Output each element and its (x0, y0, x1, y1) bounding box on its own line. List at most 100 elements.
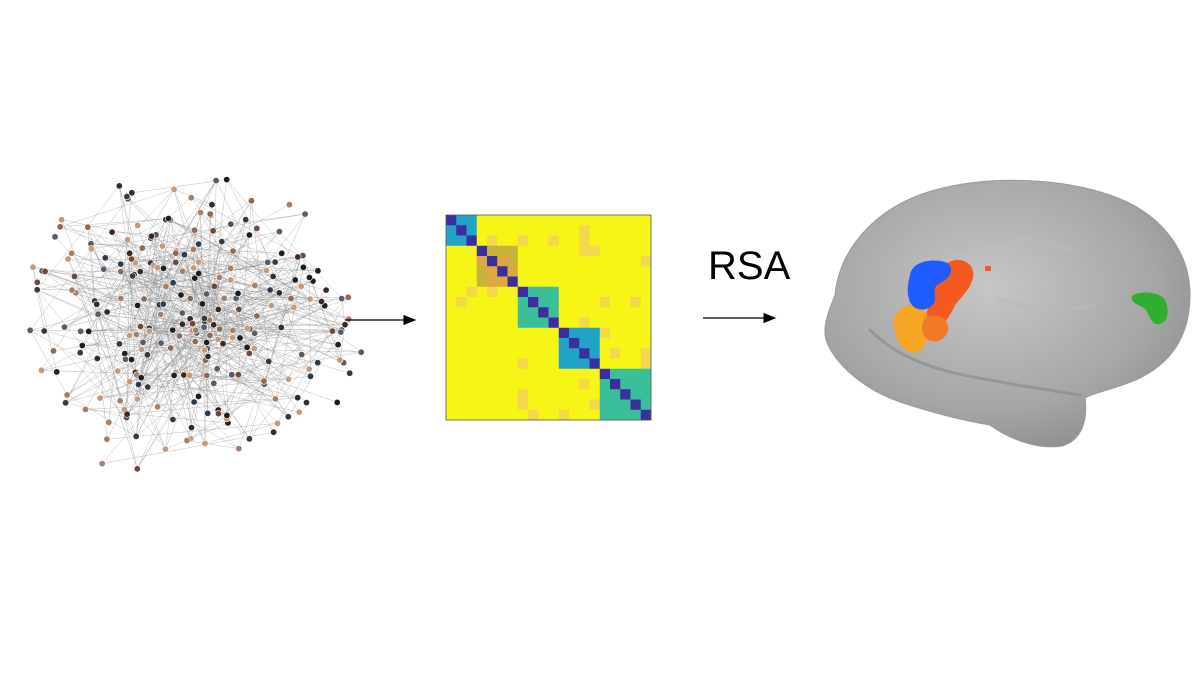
network-edge (42, 270, 121, 299)
network-edge (218, 289, 327, 411)
network-edge (191, 197, 302, 257)
network-edge (29, 330, 68, 396)
matrix-cell (620, 307, 631, 318)
network-node (183, 436, 191, 444)
matrix-cell (517, 297, 529, 308)
matrix-cell (497, 256, 508, 267)
matrix-cell (497, 297, 508, 308)
matrix-cell (569, 327, 580, 339)
network-edge (137, 225, 151, 264)
matrix-cell (579, 215, 590, 226)
matrix-cell (640, 409, 652, 421)
network-edge (217, 307, 295, 369)
network-node (265, 357, 273, 365)
network-edge (238, 200, 252, 375)
network-node (195, 240, 203, 248)
network-node (29, 263, 37, 271)
matrix-cell (579, 245, 590, 257)
network-node (215, 410, 223, 418)
matrix-cell (579, 327, 590, 339)
matrix-cell (579, 338, 590, 349)
matrix-cell (456, 327, 467, 339)
matrix-cell (456, 348, 467, 359)
matrix-cell (620, 348, 631, 359)
network-node (247, 197, 255, 205)
network-edge (88, 297, 349, 332)
network-edge (41, 270, 184, 376)
network-node (169, 415, 177, 423)
matrix-cell (446, 297, 457, 308)
matrix-cell (630, 225, 642, 236)
matrix-cell (640, 215, 652, 226)
network-edge (186, 440, 239, 449)
matrix-cell (558, 379, 570, 390)
matrix-cell (466, 399, 478, 411)
network-node (51, 233, 59, 241)
network-node (357, 348, 365, 356)
network-edge (44, 330, 298, 398)
matrix-cell (599, 389, 611, 400)
network-edge (97, 313, 276, 400)
network-edge (141, 377, 228, 416)
network-edge (99, 330, 234, 399)
network-edge (180, 212, 201, 296)
matrix-cell (446, 307, 457, 318)
matrix-cell (446, 256, 457, 267)
network-edge (189, 305, 325, 376)
matrix-cell (487, 348, 498, 359)
matrix-cell (466, 235, 478, 247)
matrix-cell (476, 307, 488, 318)
matrix-cell (569, 317, 580, 329)
network-node (33, 286, 41, 294)
matrix-cell (446, 225, 457, 236)
network-node (132, 432, 140, 440)
network-edge (165, 422, 228, 450)
matrix-cell (589, 235, 601, 247)
network-node (264, 258, 272, 266)
matrix-cell (620, 297, 631, 308)
network-edge (98, 313, 183, 325)
network-edge (149, 328, 298, 398)
network-node (271, 258, 279, 266)
matrix-cell (599, 235, 611, 247)
matrix-cell (640, 245, 652, 257)
network-node (208, 201, 216, 209)
matrix-cell (517, 307, 529, 318)
network-node (285, 201, 293, 209)
matrix-cell (507, 286, 519, 298)
network-edge (238, 305, 272, 375)
network-edge (232, 276, 274, 331)
network-node (137, 374, 145, 382)
network-edge (162, 245, 269, 362)
matrix-cell (548, 245, 560, 257)
matrix-cell (640, 317, 652, 329)
network-edge (175, 262, 349, 320)
network-edge (247, 327, 333, 332)
matrix-cell (466, 368, 478, 380)
network-edge (129, 230, 195, 336)
matrix-cell (610, 399, 621, 411)
matrix-cell (528, 389, 539, 400)
matrix-cell (456, 379, 467, 390)
network-node (203, 371, 211, 379)
matrix-cell (579, 368, 590, 380)
matrix-cell (599, 215, 611, 226)
matrix-cell (446, 368, 457, 380)
network-node (204, 352, 212, 360)
matrix-cell (528, 379, 539, 390)
network-edge (170, 220, 311, 300)
network-edge (206, 301, 322, 343)
matrix-cell (569, 399, 580, 411)
matrix-cell (630, 389, 642, 400)
matrix-cell (497, 327, 508, 339)
network-node (37, 366, 45, 374)
matrix-cell (599, 286, 611, 298)
network-edge (66, 273, 199, 396)
matrix-cell (517, 358, 529, 370)
matrix-cell (599, 409, 611, 421)
matrix-cell (579, 256, 590, 267)
matrix-cell (569, 215, 580, 226)
network-node (60, 323, 68, 331)
network-node (227, 276, 235, 284)
matrix-cell (569, 389, 580, 400)
